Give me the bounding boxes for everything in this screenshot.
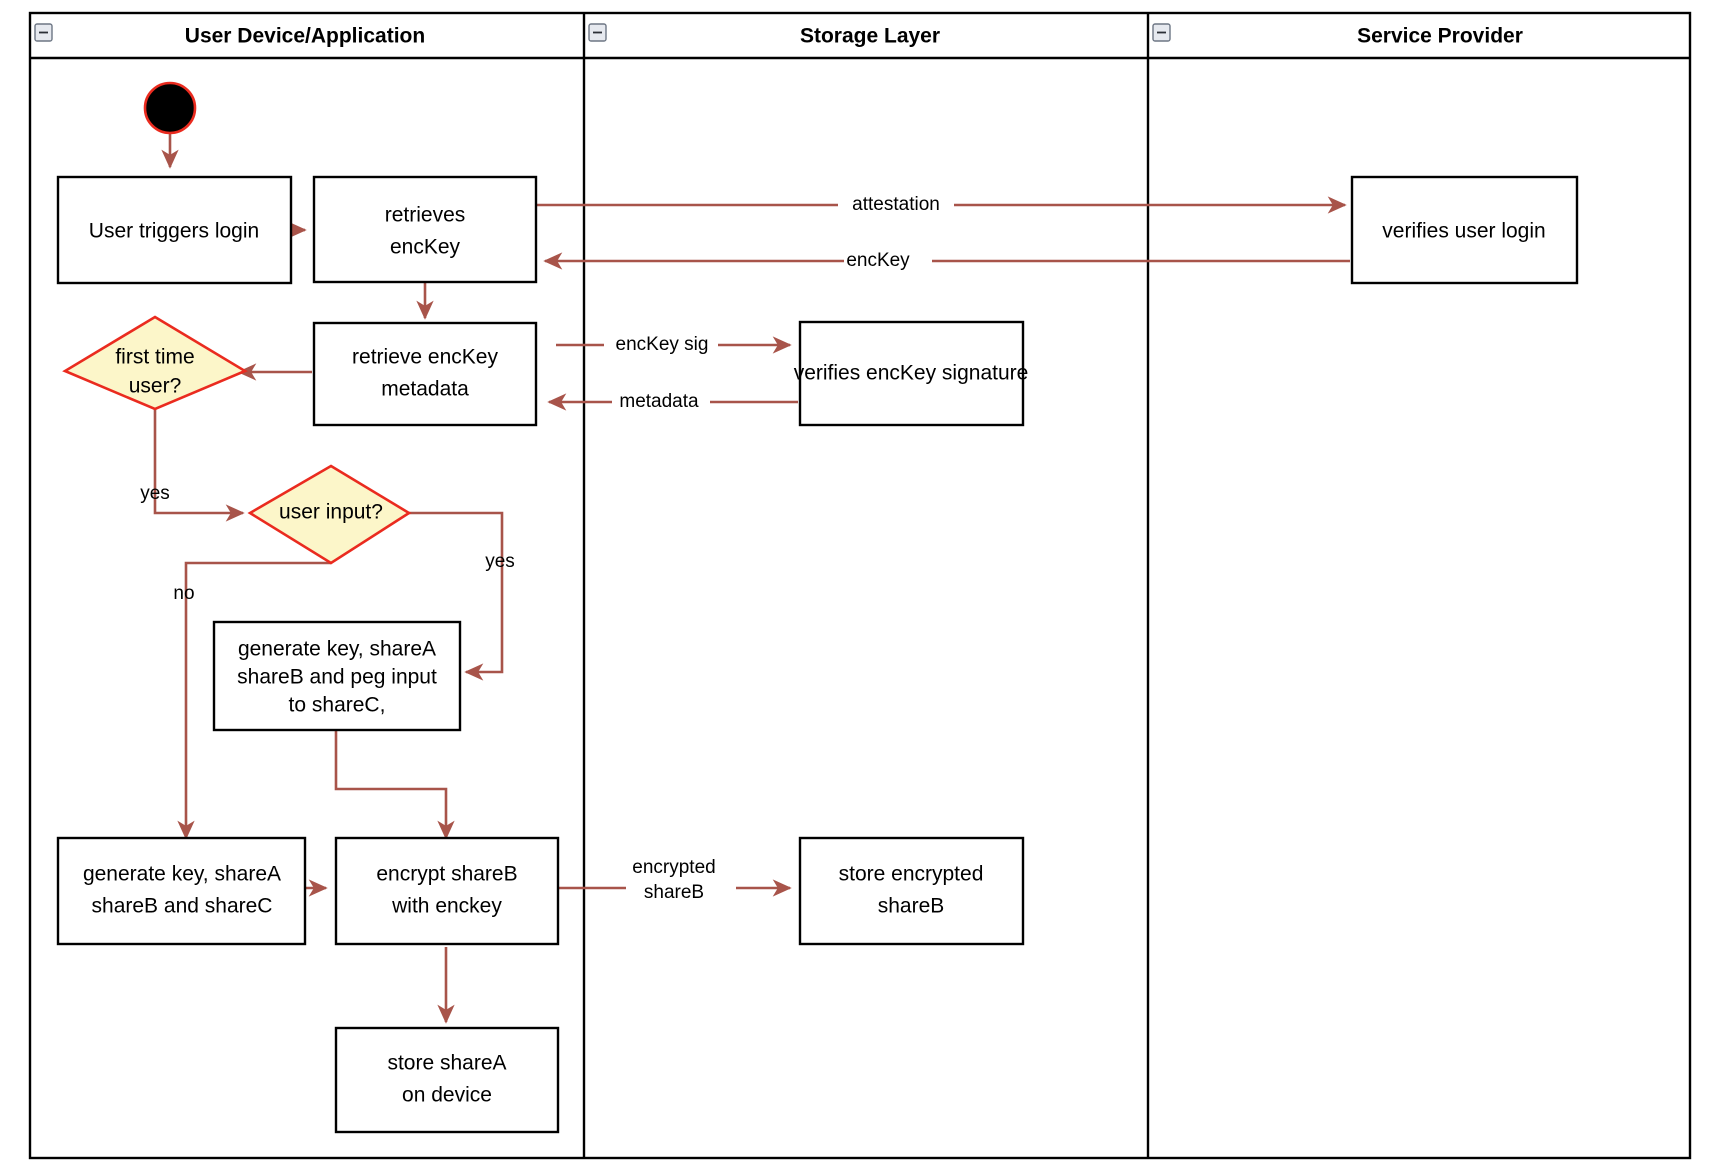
- node-generate-key-shares[interactable]: generate key, shareA shareB and shareC: [56, 836, 307, 946]
- node-label-storeenc-line2: shareB: [878, 895, 945, 918]
- node-label-retrieves-line2: encKey: [390, 236, 461, 259]
- node-box: [334, 836, 560, 946]
- decision-diamond: [62, 315, 248, 411]
- node-label-firsttime-line2: user?: [129, 375, 182, 398]
- node-user-triggers-login[interactable]: User triggers login: [56, 175, 293, 285]
- lane-title-storage: Storage Layer: [800, 25, 940, 48]
- node-box: [1350, 175, 1579, 285]
- edge-label-no-userinput: no: [173, 583, 194, 604]
- node-label-verifies-login: verifies user login: [1382, 220, 1545, 243]
- collapse-minus-icon-lane3[interactable]: [1152, 23, 1171, 42]
- edge-firsttime-yes: [153, 409, 245, 522]
- node-label-retrieve-meta-line2: metadata: [381, 378, 469, 401]
- lane-header-user-device[interactable]: User Device/Application: [34, 23, 425, 48]
- node-label-storesharea-line1: store shareA: [387, 1052, 506, 1075]
- initial-node-circle: [143, 81, 197, 135]
- node-retrieve-enckey-metadata[interactable]: retrieve encKey metadata: [312, 321, 538, 427]
- node-store-sharea[interactable]: store shareA on device: [334, 1026, 560, 1134]
- node-label-storesharea-line2: on device: [402, 1084, 492, 1107]
- edge-label-metadata: metadata: [619, 391, 699, 412]
- node-label-retrieve-meta-line1: retrieve encKey: [352, 346, 498, 369]
- node-label-genshares-line2: shareB and shareC: [92, 895, 273, 918]
- node-label-user-input: user input?: [279, 501, 383, 524]
- node-box: [312, 321, 538, 427]
- edge-label-enckey-sig: encKey sig: [616, 334, 709, 355]
- collapse-minus-icon-lane2[interactable]: [588, 23, 607, 42]
- lane-title-user-device: User Device/Application: [185, 25, 425, 48]
- node-retrieves-enckey[interactable]: retrieves encKey: [312, 175, 538, 284]
- edge-label-yes-firsttime: yes: [140, 483, 170, 504]
- node-encrypt-shareb[interactable]: encrypt shareB with enckey: [334, 836, 560, 946]
- node-box: [798, 320, 1025, 427]
- node-generate-key-peg[interactable]: generate key, shareA shareB and peg inpu…: [212, 620, 462, 732]
- node-start[interactable]: [143, 81, 197, 135]
- node-box: [798, 836, 1025, 946]
- edge-label-yes-userinput: yes: [485, 551, 515, 572]
- node-label-encrypt-line2: with enckey: [391, 895, 502, 918]
- node-label-user-triggers-login: User triggers login: [89, 220, 259, 243]
- node-verifies-enckey-signature[interactable]: verifies encKey signature: [794, 320, 1029, 427]
- edge-userinput-yes: [409, 511, 504, 681]
- edge-label-encrypted-line1: encrypted: [632, 857, 715, 878]
- node-label-genshares-line1: generate key, shareA: [83, 863, 281, 886]
- node-first-time-user[interactable]: first time user?: [62, 315, 248, 411]
- edge-userinput-no: [177, 561, 331, 840]
- edge-labels-layer: attestation encKey encKey sig metadata y…: [140, 193, 954, 908]
- node-label-encrypt-line1: encrypt shareB: [376, 863, 517, 886]
- node-user-input[interactable]: user input?: [247, 464, 412, 565]
- node-label-retrieves-line1: retrieves: [385, 204, 466, 227]
- node-label-verifies-sig: verifies encKey signature: [794, 362, 1029, 385]
- edge-label-encrypted-line2: shareB: [644, 882, 704, 903]
- node-box: [312, 175, 538, 284]
- node-box: [212, 620, 462, 732]
- edge-label-attestation: attestation: [852, 194, 940, 215]
- node-box: [334, 1026, 560, 1134]
- node-label-storeenc-line1: store encrypted: [839, 863, 984, 886]
- edge-genpeg-to-encrypt: [334, 730, 455, 840]
- node-label-genpeg-line1: generate key, shareA: [238, 638, 436, 661]
- lane-header-storage[interactable]: Storage Layer: [588, 23, 940, 48]
- node-box: [56, 175, 293, 285]
- decision-diamond: [247, 464, 412, 565]
- node-box: [56, 836, 307, 946]
- node-label-firsttime-line1: first time: [115, 346, 194, 369]
- edge-label-enckey: encKey: [846, 250, 910, 271]
- collapse-minus-icon-lane1[interactable]: [34, 23, 53, 42]
- node-verifies-user-login[interactable]: verifies user login: [1350, 175, 1579, 285]
- lane-title-service-provider: Service Provider: [1357, 25, 1523, 48]
- node-store-encrypted-shareb[interactable]: store encrypted shareB: [798, 836, 1025, 946]
- lane-header-service-provider[interactable]: Service Provider: [1152, 23, 1523, 48]
- node-label-genpeg-line3: to shareC,: [289, 694, 386, 717]
- node-label-genpeg-line2: shareB and peg input: [237, 666, 437, 689]
